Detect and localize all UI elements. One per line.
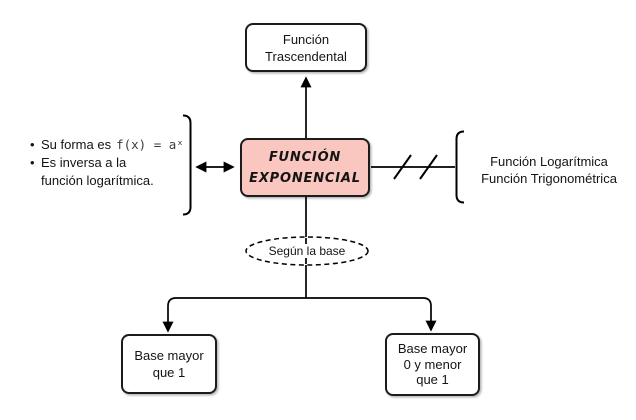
node-label-line: que 1 [416,372,449,388]
node-label-line: Base mayor [397,341,468,357]
left-note: • Su forma es f(x) = aˣ • Es inversa a la f… [30,136,200,190]
node-label-line: EXPONENCIAL [249,170,361,186]
right-note-line: Función Logarítmica [490,154,608,169]
node-base-mayor-0-menor-1: Base mayor 0 y menor que 1 [385,333,480,396]
left-bracket-icon [182,114,192,216]
note-item-inversa-cont: función logarítmica. [30,172,200,190]
node-label-line: FUNCIÓN [268,149,342,165]
node-label-line: Función [282,31,330,47]
note-item-inversa: • Es inversa a la [30,154,200,172]
right-bracket-icon [455,130,465,204]
node-label-line: que 1 [152,365,186,380]
ellipse-label-text: Según la base [265,244,349,258]
node-label-line: Trascendental [265,48,347,64]
node-funcion-trascendental: Función Trascendental [245,23,367,72]
node-funcion-exponencial: FUNCIÓN EXPONENCIAL [240,138,370,197]
node-label-line: Base mayor [134,348,204,363]
note-text: Su forma es [41,137,112,152]
slash-icon [393,154,412,180]
note-item-forma: • Su forma es f(x) = aˣ [30,136,200,154]
note-text: función logarítmica. [41,173,154,188]
bullet-icon: • [30,137,35,152]
node-base-mayor-que-1: Base mayor que 1 [121,334,217,394]
right-note: Función Logarítmica Función Trigonométri… [462,153,636,187]
node-segun-la-base: Según la base [247,244,367,258]
node-label-line: 0 y menor [403,356,462,372]
slash-icon [419,154,438,180]
note-text: Es inversa a la [41,155,127,170]
right-note-line: Función Trigonométrica [481,171,617,186]
bullet-icon: • [30,155,35,170]
branch-connector [162,297,437,333]
formula-text: f(x) = aˣ [116,137,184,152]
